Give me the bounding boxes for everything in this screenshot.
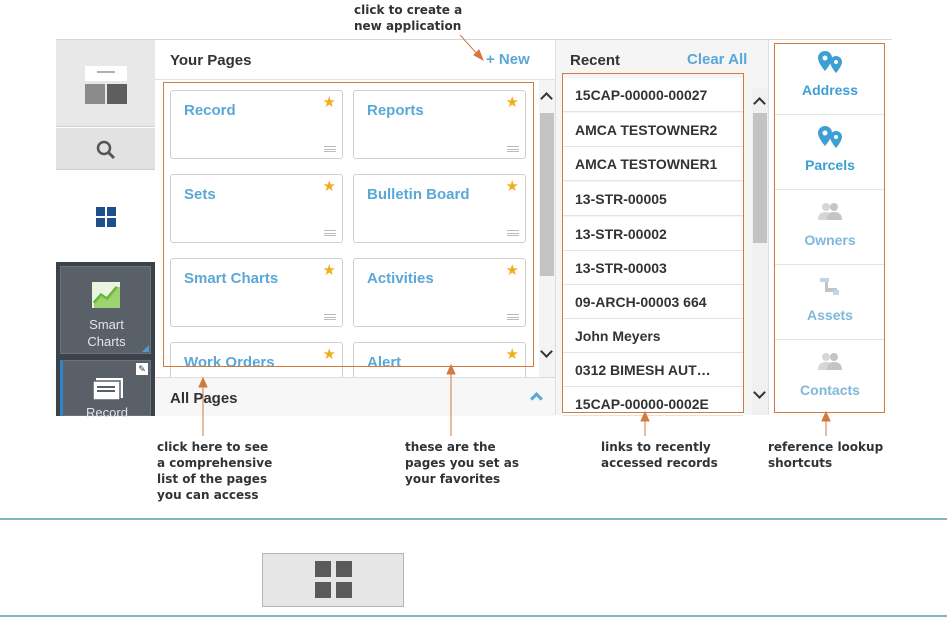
scroll-thumb[interactable] — [753, 113, 767, 243]
favorite-star-icon[interactable]: ★ — [505, 94, 519, 111]
recent-item[interactable]: 0312 BIMESH AUT… — [563, 353, 743, 387]
recent-item[interactable]: AMCA TESTOWNER1 — [563, 147, 743, 181]
favorite-star-icon[interactable]: ★ — [505, 262, 519, 279]
left-nav-strip: Smart Charts Record ✎ — [56, 39, 155, 420]
page-card-label: Reports — [367, 102, 424, 119]
record-tile[interactable]: Record ✎ — [60, 360, 151, 420]
pages-scrollbar[interactable] — [539, 80, 555, 377]
drag-handle-icon[interactable] — [324, 314, 336, 320]
favorite-star-icon[interactable]: ★ — [505, 346, 519, 363]
scroll-thumb[interactable] — [540, 113, 554, 276]
callout-recent: links to recently accessed records — [601, 440, 718, 470]
all-pages-bar[interactable]: All Pages — [155, 377, 555, 416]
dashboard-button[interactable] — [56, 171, 155, 262]
all-pages-label: All Pages — [170, 390, 238, 407]
map-pin-icon — [818, 126, 842, 148]
smart-charts-tile[interactable]: Smart Charts — [60, 266, 151, 354]
recent-item[interactable]: 09-ARCH-00003 664 — [563, 285, 743, 319]
recent-item[interactable]: 13-STR-00003 — [563, 251, 743, 285]
search-button[interactable] — [56, 128, 155, 170]
recent-item[interactable]: AMCA TESTOWNER2 — [563, 113, 743, 147]
recent-item[interactable]: John Meyers — [563, 319, 743, 353]
chart-icon — [92, 282, 120, 308]
tile-resize-corner-icon — [142, 345, 149, 352]
shortcut-assets[interactable]: Assets — [775, 265, 885, 340]
shortcut-label: Contacts — [800, 382, 860, 398]
page-card-activities[interactable]: Activities ★ — [353, 258, 526, 327]
page-card-bulletin-board[interactable]: Bulletin Board ★ — [353, 174, 526, 243]
favorites-highlight-box — [163, 82, 534, 367]
recent-item[interactable]: 13-STR-00005 — [563, 182, 743, 216]
people-icon — [818, 353, 842, 370]
shortcut-label: Parcels — [805, 157, 855, 173]
page-card-reports[interactable]: Reports ★ — [353, 90, 526, 159]
callout-shortcuts: reference lookup shortcuts — [768, 440, 884, 470]
shortcuts-highlight-box — [774, 43, 885, 413]
launcher-button[interactable] — [56, 40, 155, 127]
search-icon — [96, 140, 116, 160]
app-logo-icon — [85, 66, 127, 104]
drag-handle-icon[interactable] — [324, 230, 336, 236]
pages-title: Your Pages — [170, 52, 252, 69]
page-card-label: Sets — [184, 186, 216, 203]
pages-header: Your Pages + New — [155, 40, 555, 80]
record-icon — [93, 378, 123, 400]
divider-bottom — [0, 615, 947, 617]
people-icon — [818, 203, 842, 220]
divider-top — [0, 518, 947, 520]
shortcut-owners[interactable]: Owners — [775, 190, 885, 265]
shortcut-label: Address — [801, 82, 859, 98]
clear-all-button[interactable]: Clear All — [687, 51, 748, 68]
grid-icon — [315, 561, 352, 598]
favorite-star-icon[interactable]: ★ — [322, 178, 336, 195]
recent-item[interactable]: 15CAP-00000-0002E — [563, 387, 743, 416]
page-card-sets[interactable]: Sets ★ — [170, 174, 343, 243]
lookup-shortcuts-panel: Address Parcels Owners Assets — [768, 39, 892, 415]
map-pin-icon — [818, 51, 842, 73]
favorite-star-icon[interactable]: ★ — [322, 262, 336, 279]
shortcut-label: Assets — [807, 307, 853, 323]
drag-handle-icon[interactable] — [507, 230, 519, 236]
page-card-smart-charts[interactable]: Smart Charts ★ — [170, 258, 343, 327]
your-pages-panel: Your Pages + New Record ★ Reports ★ Sets… — [155, 39, 555, 416]
favorite-star-icon[interactable]: ★ — [505, 178, 519, 195]
record-tile-label: Record — [86, 405, 128, 420]
callout-all-pages: click here to see a comprehensive list o… — [157, 440, 273, 502]
shortcut-parcels[interactable]: Parcels — [775, 115, 885, 190]
callout-new: click to create a new application — [354, 3, 463, 33]
page-card-alert[interactable]: Alert ★ — [353, 342, 526, 377]
drag-handle-icon[interactable] — [324, 146, 336, 152]
pinned-apps-area: Smart Charts Record ✎ — [56, 262, 155, 420]
page-card-record[interactable]: Record ★ — [170, 90, 343, 159]
new-app-button[interactable]: + New — [486, 51, 530, 68]
recent-title: Recent — [570, 52, 621, 69]
callout-favorites: these are the pages you set as your favo… — [405, 440, 519, 486]
page-card-label: Smart Charts — [184, 270, 279, 287]
recent-item[interactable]: 13-STR-00002 — [563, 217, 743, 251]
smart-charts-tile-label: Smart Charts — [87, 317, 126, 349]
page-card-label: Activities — [367, 270, 434, 287]
favorite-star-icon[interactable]: ★ — [322, 94, 336, 111]
shortcut-label: Owners — [804, 232, 856, 248]
favorite-star-icon[interactable]: ★ — [322, 346, 336, 363]
grid-icon — [96, 207, 116, 227]
page-card-label: Bulletin Board — [367, 186, 470, 203]
page-card-label: Record — [184, 102, 236, 119]
recent-panel: Recent Clear All 15CAP-00000-00027 AMCA … — [555, 39, 768, 416]
recent-highlight-box — [562, 73, 744, 413]
recent-item[interactable]: 15CAP-00000-00027 — [563, 78, 743, 112]
page-card-work-orders[interactable]: Work Orders ★ — [170, 342, 343, 377]
pin-icon[interactable]: ✎ — [136, 363, 148, 375]
assets-icon — [820, 278, 839, 295]
shortcut-address[interactable]: Address — [775, 40, 885, 115]
dashboard-toggle-button[interactable] — [262, 553, 404, 607]
drag-handle-icon[interactable] — [507, 146, 519, 152]
recent-scrollbar[interactable] — [752, 88, 768, 415]
drag-handle-icon[interactable] — [507, 314, 519, 320]
shortcut-contacts[interactable]: Contacts — [775, 340, 885, 415]
